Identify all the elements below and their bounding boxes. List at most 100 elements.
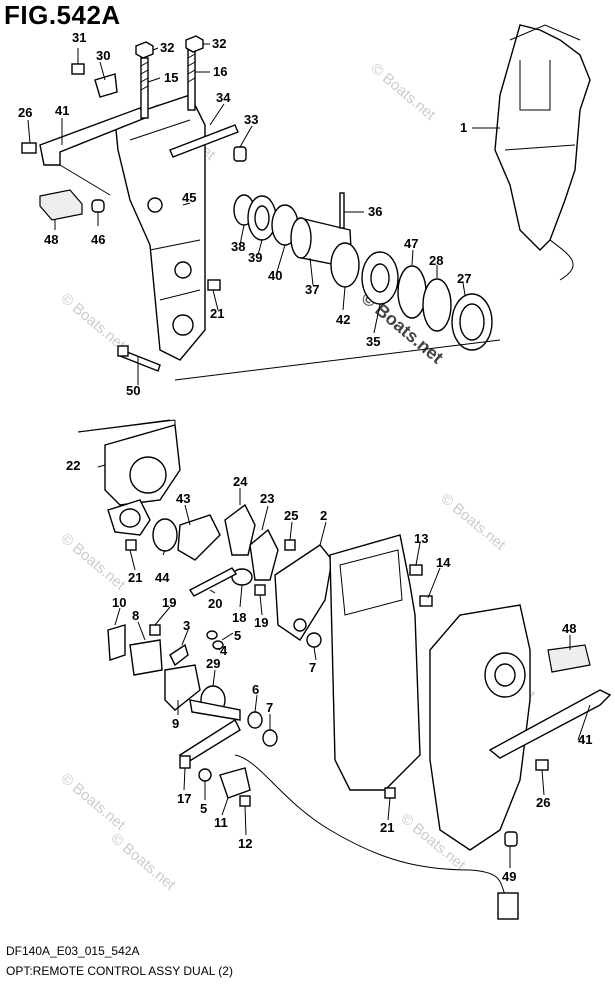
pad <box>39 189 83 221</box>
part-number-22: 22 <box>66 458 80 473</box>
bracket <box>107 624 126 661</box>
part-number-25: 25 <box>284 508 298 523</box>
screw <box>409 564 423 576</box>
part-number-43: 43 <box>176 491 190 506</box>
part-number-14: 14 <box>436 555 451 570</box>
pin <box>179 755 191 769</box>
part-number-24: 24 <box>233 474 248 489</box>
bracket-boss <box>174 261 192 279</box>
part-number-31: 31 <box>72 30 86 45</box>
part-number-41: 41 <box>55 103 69 118</box>
part-number-19: 19 <box>162 595 176 610</box>
watermark-text: © Boats.net <box>57 530 129 594</box>
part-number-16: 16 <box>213 64 227 79</box>
cam-plate <box>249 528 279 581</box>
part-number-32: 32 <box>212 36 226 51</box>
collar <box>91 199 105 213</box>
part-number-15: 15 <box>164 70 178 85</box>
part-number-49: 49 <box>502 869 516 884</box>
bushing <box>152 518 178 552</box>
part-number-2: 2 <box>320 508 327 523</box>
watermark-text: © Boats.net <box>57 770 129 834</box>
part-number-17: 17 <box>177 791 191 806</box>
assembly-divider <box>77 419 171 433</box>
thread-lines <box>140 53 196 91</box>
bracket-detail <box>129 119 201 301</box>
bolt <box>207 279 221 291</box>
bearing-hole <box>129 456 167 494</box>
housing-gear-inner <box>494 663 516 687</box>
plate-hole <box>119 508 141 528</box>
seal-ring <box>422 278 452 332</box>
washer <box>330 242 360 288</box>
bolt <box>71 63 85 75</box>
seal-ring <box>397 265 427 319</box>
part-number-23: 23 <box>260 491 274 506</box>
pin <box>339 192 345 229</box>
part-number-48: 48 <box>44 232 58 247</box>
leader-line <box>27 43 591 868</box>
watermark-text: © Boats.net <box>437 490 509 554</box>
lever <box>169 643 189 667</box>
part-number-6: 6 <box>252 682 259 697</box>
switch <box>219 767 251 799</box>
lever-arm <box>39 107 146 166</box>
nut <box>185 35 204 53</box>
part-number-36: 36 <box>368 204 382 219</box>
screw <box>384 787 396 799</box>
part-number-21: 21 <box>210 306 224 321</box>
bolt <box>535 759 549 771</box>
bracket-boss <box>172 314 194 336</box>
watermark-text: © Boats.net <box>367 60 439 124</box>
bracket-hole <box>147 197 163 213</box>
part-number-39: 39 <box>248 250 262 265</box>
part-number-19: 19 <box>254 615 268 630</box>
clip <box>212 640 224 650</box>
watermark-text: © Boats.net <box>107 830 179 894</box>
screw <box>284 539 296 551</box>
spacer-ring-inner <box>254 205 270 231</box>
part-number-7: 7 <box>266 700 273 715</box>
part-number-9: 9 <box>172 716 179 731</box>
part-number-5: 5 <box>200 801 207 816</box>
part-number-27: 27 <box>457 271 471 286</box>
cam-plate <box>224 503 256 556</box>
part-number-26: 26 <box>18 105 32 120</box>
housing <box>429 604 531 851</box>
remote-control-detail <box>504 24 581 151</box>
part-number-20: 20 <box>208 596 222 611</box>
screw <box>419 595 433 607</box>
figure-code: DF140A_E03_015_542A <box>6 944 140 958</box>
watermark-text: © Boats.net <box>57 290 129 354</box>
part-number-46: 46 <box>91 232 105 247</box>
part-number-11: 11 <box>214 815 228 830</box>
part-number-35: 35 <box>366 334 380 349</box>
part-number-21: 21 <box>380 820 394 835</box>
washer <box>262 729 278 747</box>
nut <box>135 41 154 59</box>
arm-hole <box>293 618 307 632</box>
part-number-5: 5 <box>234 628 241 643</box>
gear-face <box>290 217 312 259</box>
assembly-divider <box>174 339 501 381</box>
bolt <box>21 142 37 154</box>
part-number-41: 41 <box>578 732 592 747</box>
part-number-29: 29 <box>206 656 220 671</box>
part-number-1: 1 <box>460 120 467 135</box>
part-number-12: 12 <box>238 836 252 851</box>
cover-cap-inner <box>459 303 485 341</box>
cam-ring-inner <box>370 263 390 293</box>
clip-bracket <box>94 73 118 98</box>
lower-assembly <box>77 419 612 920</box>
part-number-30: 30 <box>96 48 110 63</box>
part-number-8: 8 <box>132 608 139 623</box>
pin <box>206 630 218 640</box>
bushing <box>233 146 247 162</box>
part-number-21: 21 <box>128 570 142 585</box>
screw <box>125 539 137 551</box>
part-number-3: 3 <box>183 618 190 633</box>
part-number-26: 26 <box>536 795 550 810</box>
clip <box>198 768 212 782</box>
screw <box>254 584 266 596</box>
screw <box>149 624 161 636</box>
